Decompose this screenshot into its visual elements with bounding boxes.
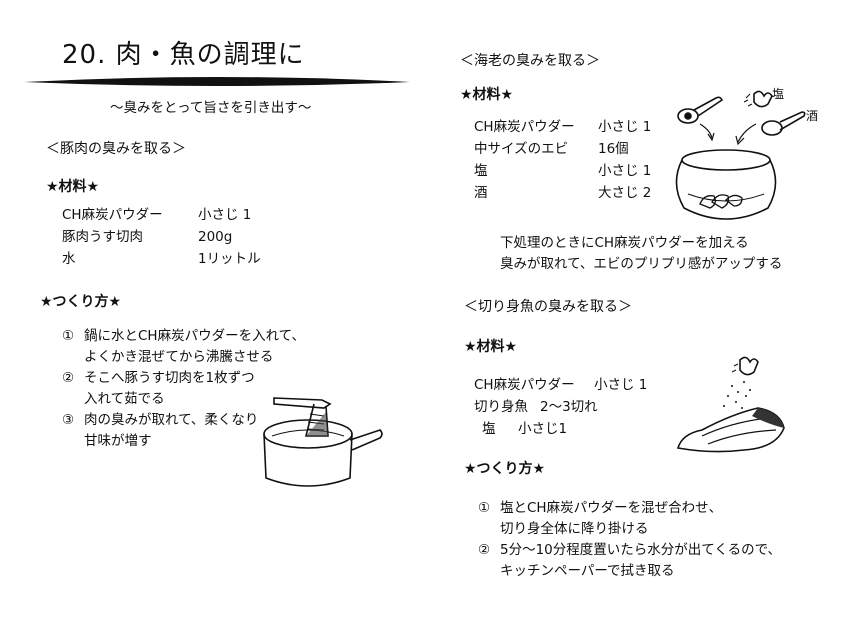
salt-illustration-label: 塩 (772, 86, 784, 101)
list-item: 酒大さじ 2 (474, 185, 652, 201)
sake-illustration-label: 酒 (806, 109, 818, 123)
list-item: CH麻炭パウダー小さじ 1 (474, 119, 652, 135)
list-item: 塩小さじ1 (482, 421, 568, 437)
page-title: 20. 肉・魚の調理に (62, 40, 305, 70)
pot-with-tongs-illustration (263, 397, 383, 487)
pork-steps-label: ★つくり方★ (40, 294, 122, 310)
pork-section-heading: ＜豚肉の臭みを取る＞ (46, 141, 186, 157)
list-item: CH麻炭パウダー小さじ 1 (62, 207, 252, 223)
fish-materials-label: ★材料★ (464, 339, 518, 355)
list-item: 塩小さじ 1 (474, 163, 652, 179)
shrimp-note: 下処理のときにCH麻炭パウダーを加える 臭みが取れて、エビのプリプリ感がアップす… (500, 235, 783, 272)
page-subtitle: ～臭みをとって旨さを引き出す～ (110, 100, 312, 116)
fish-fillet-illustration (676, 356, 785, 453)
list-item: CH麻炭パウダー小さじ 1 (474, 377, 648, 393)
fish-steps-label: ★つくり方★ (464, 461, 546, 477)
shrimp-materials-label: ★材料★ (460, 87, 514, 103)
shrimp-section-heading: ＜海老の臭みを取る＞ (460, 53, 600, 69)
title-underline-brush (24, 77, 410, 86)
shrimp-bowl-illustration: 塩 酒 (675, 86, 818, 220)
fish-section-heading: ＜切り身魚の臭みを取る＞ (464, 299, 632, 315)
pork-materials-label: ★材料★ (46, 179, 100, 195)
